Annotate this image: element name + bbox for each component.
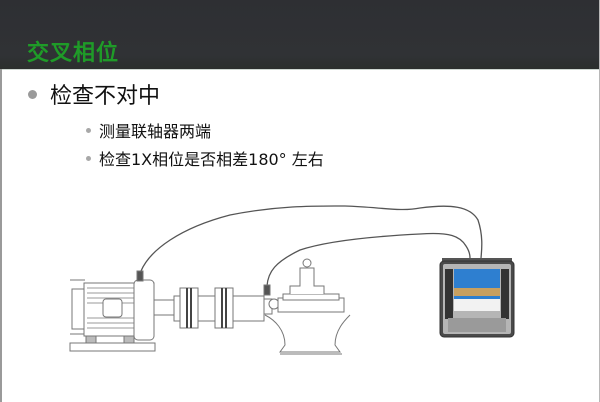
bullet-text: 检查1X相位是否相差180° 左右 [99,150,324,169]
machine-diagram [69,205,515,355]
coupling [153,287,273,329]
bullet-dot-icon [28,89,37,99]
bullet-dot-icon [86,155,91,161]
bullet-level2: 检查1X相位是否相差180° 左右 [86,145,324,171]
sensor-cables [140,205,483,287]
pump [263,258,351,355]
left-border [0,69,2,402]
slide-header: 交叉相位 [0,0,600,70]
bullet-level2: 测量联轴器两端 [86,117,211,143]
motor [69,270,156,352]
slide-title: 交叉相位 [27,41,120,66]
sensor-pump-end [263,284,271,296]
sensor-motor-end [136,270,144,282]
bullet-text: 测量联轴器两端 [99,122,212,141]
bullet-text: 检查不对中 [50,84,161,109]
vibration-analyzer [439,258,515,338]
bullet-level1: 检查不对中 [28,76,160,112]
bullet-dot-icon [86,127,91,133]
